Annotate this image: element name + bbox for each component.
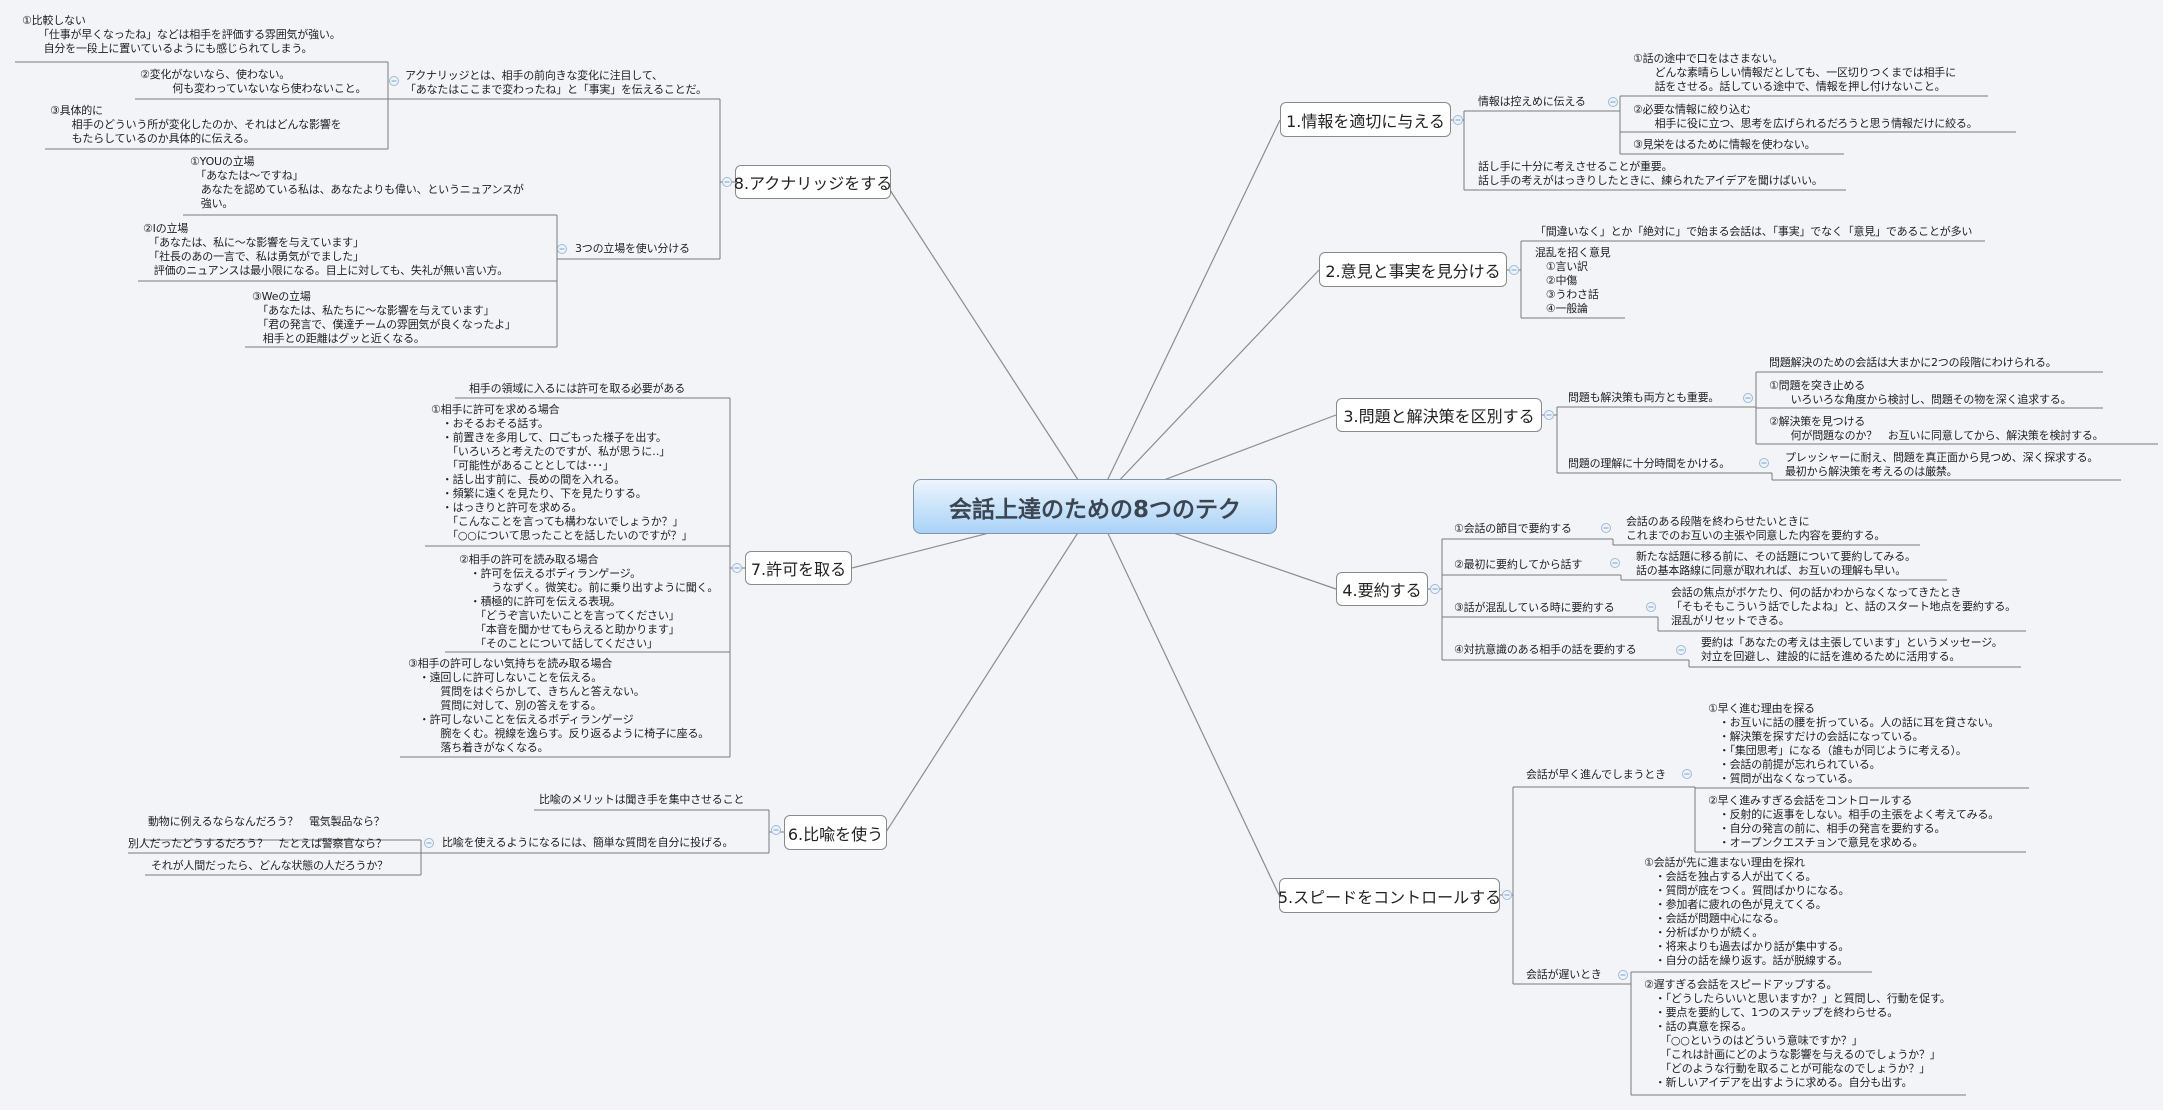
b6-question-2: 別人だったどうするだろう？ たとえば警察官なら？: [128, 837, 387, 850]
b3-sub-1: 問題も解決策も両方とも重要。: [1568, 391, 1720, 404]
b4-detail-2: 新たな話題に移る前に、その話題について要約してみる。 話の基本路線に同意が取れれ…: [1636, 550, 1916, 577]
b8-tip-3: ③具体的に 相手のどういう所が変化したのか、それはどんな影響を もたらしているの…: [50, 104, 342, 145]
b5-fast-control: ②早く進みすぎる会話をコントロールする ・反射的に返事をしない。相手の主張をよく…: [1708, 794, 2000, 849]
b3-stage-1: ①問題を突き止める いろいろな角度から検討し、問題その物を深く追求する。: [1769, 379, 2072, 406]
branch-2-opinion-fact[interactable]: 2.意見と事実を見分ける: [1319, 252, 1507, 287]
b8-stance-we: ③Weの立場 「あなたは、私たちに～な影響を与えています」 「君の発言で、僕達チ…: [252, 290, 516, 345]
b6-merit: 比喩のメリットは聞き手を集中させること: [539, 793, 745, 806]
b7-case-2: ②相手の許可を読み取る場合 ・許可を伝えるボディランゲージ。 うなずく。微笑む。…: [459, 553, 719, 650]
branch-connector: [1094, 505, 1280, 896]
central-topic[interactable]: 会話上達のための8つのテク: [913, 479, 1277, 534]
b8-tip-2: ②変化がないなら、使わない。 何も変わっていないなら使わないこと。: [140, 68, 367, 95]
branch-3-problem-solution[interactable]: 3.問題と解決策を区別する: [1336, 398, 1542, 432]
b3-stage-2: ②解決策を見つける 何が問題なのか？ お互いに同意してから、解決策を検討する。: [1769, 415, 2104, 442]
collapse-toggle-icon[interactable]: [389, 76, 399, 86]
b3-stages: 問題解決のための会話は大まかに2つの段階にわけられる。: [1769, 356, 2057, 369]
b4-point-2: ②最初に要約してから話す: [1454, 558, 1583, 571]
branch-8-acknowledge[interactable]: 8.アクナリッジをする: [734, 165, 892, 199]
collapse-toggle-icon[interactable]: [1759, 458, 1769, 468]
branch-5-speed[interactable]: 5.スピードをコントロールする: [1278, 878, 1501, 913]
branch-connector: [885, 505, 1096, 833]
b4-detail-3: 会話の焦点がボケたり、何の話かわからなくなってきたとき 「そもそもこういう話でし…: [1671, 586, 2016, 627]
b2-sub-1: 「間違いなく」とか「絶対に」で始まる会話は、「事実」でなく「意見」であることが多…: [1535, 225, 1973, 238]
collapse-toggle-icon[interactable]: [1676, 645, 1686, 655]
collapse-toggle-icon[interactable]: [732, 563, 742, 573]
collapse-toggle-icon[interactable]: [1601, 523, 1611, 533]
branch-connector: [889, 189, 1096, 507]
b6-question-3: それが人間だったら、どんな状態の人だろうか？: [151, 859, 388, 872]
collapse-toggle-icon[interactable]: [1743, 393, 1753, 403]
b5-fast-reasons: ①早く進む理由を探る ・お互いに話の腰を折っている。人の話に耳を貸さない。 ・解…: [1708, 702, 2000, 785]
collapse-toggle-icon[interactable]: [1646, 602, 1656, 612]
collapse-toggle-icon[interactable]: [424, 838, 434, 848]
b3-pressure: プレッシャーに耐え、問題を真正面から見つめ、深く探求する。 最初から解決策を考え…: [1785, 451, 2099, 478]
b5-slow-label: 会話が遅いとき: [1526, 968, 1602, 981]
collapse-toggle-icon[interactable]: [1430, 584, 1440, 594]
b8-stance-you: ①YOUの立場 「あなたは～ですね」 あなたを認めている私は、あなたよりも偉い、…: [190, 155, 524, 210]
b4-point-4: ④対抗意識のある相手の話を要約する: [1454, 643, 1637, 656]
b8-stances-label: 3つの立場を使い分ける: [575, 242, 690, 255]
b7-case-3: ③相手の許可しない気持ちを読み取る場合 ・遠回しに許可しないことを伝える。 質問…: [408, 657, 710, 754]
b8-stance-i: ②Iの立場 「あなたは、私に～な影響を与えています」 「社長のあの一言で、私は勇…: [143, 222, 509, 277]
b1-tip-2: ②必要な情報に絞り込む 相手に役に立つ、思考を広げられるだろうと思う情報だけに絞…: [1633, 103, 1978, 130]
collapse-toggle-icon[interactable]: [722, 177, 732, 187]
collapse-toggle-icon[interactable]: [1618, 970, 1628, 980]
b1-tip-3: ③見栄をはるために情報を使わない。: [1633, 138, 1816, 151]
collapse-toggle-icon[interactable]: [1502, 890, 1512, 900]
b4-point-3: ③話が混乱している時に要約する: [1454, 601, 1615, 614]
b7-case-1: ①相手に許可を求める場合 ・おそるおそる話す。 ・前置きを多用して、口ごもった様…: [431, 403, 693, 542]
b1-sub-2: 話し手に十分に考えさせることが重要。 話し手の考えがはっきりしたときに、練られた…: [1478, 160, 1823, 187]
collapse-toggle-icon[interactable]: [1608, 97, 1618, 107]
b5-fast-label: 会話が早く進んでしまうとき: [1526, 768, 1666, 781]
branch-1-information[interactable]: 1.情報を適切に与える: [1280, 102, 1451, 137]
branch-4-summarize[interactable]: 4.要約する: [1336, 572, 1428, 606]
b3-sub-2: 問題の理解に十分時間をかける。: [1568, 457, 1730, 470]
collapse-toggle-icon[interactable]: [1610, 558, 1620, 568]
collapse-toggle-icon[interactable]: [1453, 115, 1463, 125]
branch-6-metaphor[interactable]: 6.比喩を使う: [784, 815, 887, 850]
b6-how: 比喩を使えるようになるには、簡単な質問を自分に投げる。: [442, 836, 734, 849]
collapse-toggle-icon[interactable]: [771, 825, 781, 835]
b4-detail-4: 要約は「あなたの考えは主張しています」というメッセージ。 対立を回避し、建設的に…: [1701, 636, 2003, 663]
b8-definition: アクナリッジとは、相手の前向きな変化に注目して、 「あなたはここまで変わったね」…: [405, 69, 707, 96]
b8-tip-1: ①比較しない 「仕事が早くなったね」などは相手を評価する雰囲気が強い。 自分を一…: [22, 14, 341, 55]
b7-intro: 相手の領域に入るには許可を取る必要がある: [469, 382, 685, 395]
b5-slow-speedup: ②遅すぎる会話をスピードアップする。 ・「どうしたらいいと思いますか？」と質問し…: [1644, 978, 1951, 1089]
collapse-toggle-icon[interactable]: [557, 244, 567, 254]
b2-sub-2: 混乱を招く意見 ①言い訳 ②中傷 ③うわさ話 ④一般論: [1535, 246, 1611, 315]
b6-question-1: 動物に例えるならなんだろう？ 電気製品なら？: [148, 815, 385, 828]
b1-sub-1: 情報は控えめに伝える: [1478, 95, 1586, 108]
b4-detail-1: 会話のある段階を終わらせたいときに これまでのお互いの主張や同意した内容を要約す…: [1626, 515, 1886, 542]
branch-7-permission[interactable]: 7.許可を取る: [745, 551, 852, 585]
b4-point-1: ①会話の節目で要約する: [1454, 522, 1572, 535]
b5-slow-reasons: ①会話が先に進まない理由を探れ ・会話を独占する人が出てくる。 ・質問が底をつく…: [1644, 856, 1850, 967]
branch-connector: [1094, 269, 1320, 507]
collapse-toggle-icon[interactable]: [1509, 265, 1519, 275]
branch-connector: [1094, 119, 1281, 507]
b1-tip-1: ①話の途中で口をはさまない。 どんな素晴らしい情報だとしても、一区切りつくまでは…: [1633, 52, 1956, 93]
collapse-toggle-icon[interactable]: [1682, 769, 1692, 779]
collapse-toggle-icon[interactable]: [1544, 410, 1554, 420]
